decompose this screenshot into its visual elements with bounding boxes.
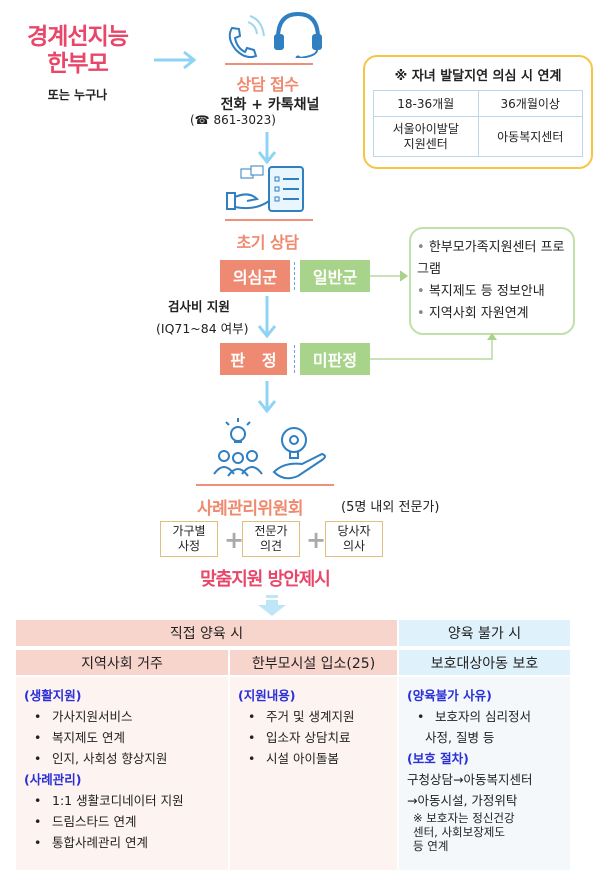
judged-box: 판 정	[220, 343, 287, 375]
plus-icon: +	[224, 526, 245, 554]
list-item: 주거 및 생계지원	[238, 706, 397, 727]
list-item: 통합사례관리 연계	[24, 832, 228, 853]
list-item: 인지, 사회성 향상지원	[24, 748, 228, 769]
col-protection: 보호대상아동 보호	[399, 650, 570, 675]
general-group-box: 일반군	[300, 260, 370, 292]
col-community-body: (생활지원) 가사지원서비스 복지제도 연계 인지, 사회성 향상지원 (사례관…	[16, 677, 228, 870]
not-judged-box: 미판정	[300, 343, 370, 375]
group-no-care: 양육 불가 시	[399, 620, 570, 646]
list-item: 드림스타드 연계	[24, 811, 228, 832]
col-community: 지역사회 거주	[16, 650, 228, 675]
initial-title: 초기 상담	[236, 233, 299, 252]
target-line1: 경계선지능	[27, 24, 129, 50]
target-sub: 또는 누구나	[47, 88, 108, 102]
referral-cell: 서울아이발달 지원센터	[373, 116, 479, 157]
divider	[196, 484, 334, 486]
procedure-line: 구청상담→아동복지센터	[407, 772, 533, 787]
result-title: 맞춤지원 방안제시	[200, 569, 331, 590]
list-item: 입소자 상담치료	[238, 727, 397, 748]
referral-header: 36개월이상	[477, 90, 583, 117]
col-facility-body: (지원내용) 주거 및 생계지원 입소자 상담치료 시설 아이돌봄	[230, 677, 397, 870]
service-item: • 지역사회 자원연계	[417, 306, 529, 321]
section-heading: (양육불가 사유)	[407, 688, 492, 703]
arrow-right-icon	[370, 270, 409, 282]
divider	[225, 63, 313, 65]
intake-channel: 전화 + 카톡채널	[220, 97, 320, 113]
col-protection-body: (양육불가 사유) 보호자의 심리정서 사정, 질병 등 (보호 절차) 구청상…	[399, 677, 570, 870]
test-support-label: 검사비 지원	[168, 299, 230, 314]
protection-note: ※ 보호자는 정신건강 센터, 사회보장제도 등 연계	[413, 811, 515, 853]
list-item-cont: 사정, 질병 등	[425, 730, 495, 745]
arrow-down-block-icon	[258, 595, 286, 616]
committee-idea-icon	[213, 418, 326, 480]
section-heading: (생활지원)	[24, 688, 82, 703]
section-heading: (지원내용)	[238, 688, 296, 703]
plus-icon: +	[306, 526, 327, 554]
list-item: 복지제도 연계	[24, 727, 228, 748]
arrow-down-icon	[257, 132, 277, 165]
section-heading: (사례관리)	[24, 772, 82, 787]
target-title: 경계선지능 한부모	[10, 24, 145, 78]
service-item: • 한부모가족지원센터 프로그램	[417, 240, 565, 277]
factor-expert: 전문가 의견	[242, 521, 300, 557]
phone-headset-icon	[228, 11, 322, 58]
intake-title: 상담 접수	[236, 75, 299, 94]
divider	[294, 345, 295, 373]
committee-title: 사례관리위원회	[197, 499, 303, 519]
group-direct-care: 직접 양육 시	[16, 620, 397, 646]
referral-note-title: ※ 자녀 발달지연 의심 시 연계	[394, 69, 562, 84]
list-item: 시설 아이돌봄	[238, 748, 397, 769]
list-item: 보호자의 심리정서	[407, 706, 570, 727]
col-facility: 한부모시설 입소(25)	[230, 650, 397, 675]
arrow-down-icon	[257, 381, 277, 414]
intake-phone: (☎ 861-3023)	[190, 113, 276, 127]
service-item: • 복지제도 등 정보안내	[417, 284, 545, 299]
referral-header: 18-36개월	[373, 90, 479, 117]
procedure-line: →아동시설, 가정위탁	[407, 793, 518, 808]
list-item: 1:1 생활코디네이터 지원	[24, 790, 228, 811]
target-line2: 한부모	[47, 51, 108, 77]
divider	[294, 262, 295, 290]
section-heading: (보호 절차)	[407, 751, 469, 766]
general-services-box: • 한부모가족지원센터 프로그램 • 복지제도 등 정보안내 • 지역사회 자원…	[409, 227, 575, 335]
arrow-right-icon	[154, 50, 197, 70]
list-item: 가사지원서비스	[24, 706, 228, 727]
committee-note: (5명 내외 전문가)	[341, 500, 440, 515]
test-support-note: (IQ71~84 여부)	[156, 321, 249, 336]
arrow-down-icon	[257, 296, 277, 339]
suspect-group-box: 의심군	[220, 260, 290, 292]
connector-arrow-icon	[370, 333, 497, 360]
factor-party: 당사자 의사	[325, 521, 383, 557]
divider	[225, 219, 313, 221]
factor-household: 가구별 사정	[160, 521, 218, 557]
consult-document-icon	[226, 165, 304, 212]
referral-cell: 아동복지센터	[477, 116, 583, 157]
